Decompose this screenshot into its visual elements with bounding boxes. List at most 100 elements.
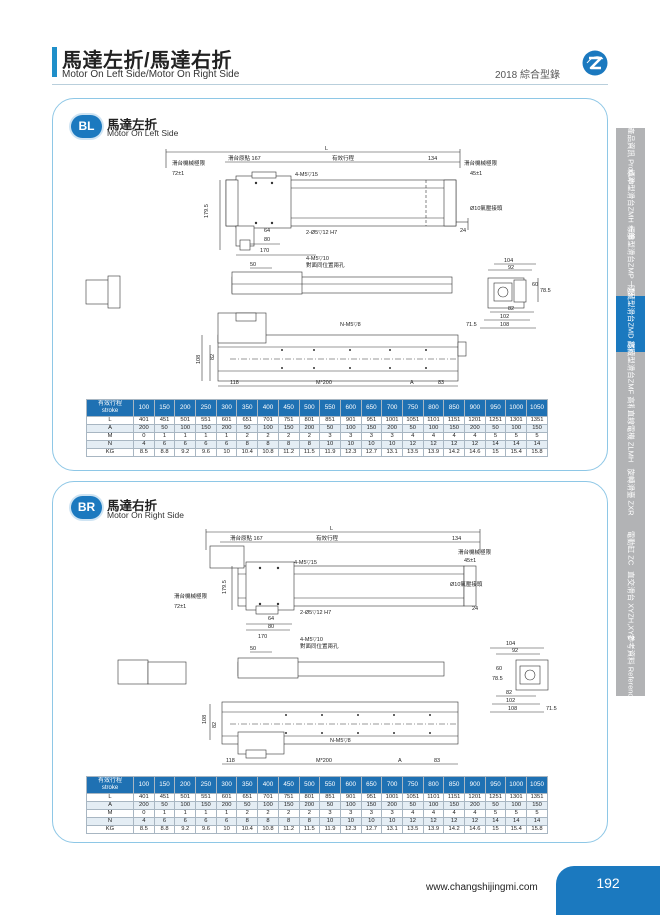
table-cell: 10.8 [257, 825, 279, 834]
stroke-value: 350 [236, 776, 259, 794]
table-cell: 8 [277, 440, 300, 449]
table-cell: 8.5 [133, 825, 155, 834]
footer-url[interactable]: www.changshijingmi.com [426, 882, 538, 893]
table-cell: 14 [505, 440, 528, 449]
side-nav-item[interactable]: 直線電機 ZLMH [616, 408, 645, 465]
label-m5-10: 4-M5▽10 [300, 637, 323, 643]
stroke-value: 150 [153, 776, 176, 794]
stroke-value: 250 [195, 399, 217, 417]
side-nav-item[interactable]: 隱藏型滑台ZMD 高精度 [616, 285, 645, 363]
dim-stroke: 有效行程 [316, 534, 339, 542]
table-cell: 15.4 [505, 448, 528, 457]
table-cell: 150 [443, 801, 465, 810]
table-cell: 11.2 [277, 825, 300, 834]
table-cell: 10.8 [257, 448, 279, 457]
table-cell: 50 [153, 424, 176, 433]
table-cell: 8 [257, 817, 279, 826]
table-cell: 14.2 [443, 825, 465, 834]
dim-83: 83 [438, 380, 444, 386]
table-cell: 551 [195, 793, 217, 802]
section-badge-br: BR [71, 496, 102, 519]
side-nav-item[interactable]: 旋轉滑臺 ZXR [616, 464, 645, 521]
table-cell: 8 [298, 817, 321, 826]
table-cell: 1 [174, 809, 197, 818]
side-nav-item[interactable]: 標準型滑台ZMH 一般精度 [616, 169, 645, 255]
dim-45: 45±1 [464, 558, 476, 564]
table-cell: 11.9 [319, 825, 341, 834]
dim-170: 170 [258, 634, 267, 640]
table-cell: 751 [277, 793, 300, 802]
label-pin: 2-Ø5▽12 H7 [300, 610, 331, 616]
table-cell: 951 [360, 416, 383, 425]
dim-64: 64 [268, 616, 274, 622]
table-cell: 100 [422, 801, 445, 810]
table-cell: 601 [215, 793, 238, 802]
table-cell: 1 [215, 432, 238, 441]
label-hole-note: 對面同位置兩孔 [306, 261, 345, 269]
table-cell: 1301 [505, 416, 528, 425]
page-title: 馬達左折/馬達右折 [62, 50, 233, 72]
side-nav-label: 參考資料 Reference [626, 634, 635, 702]
table-cell: 13.1 [381, 448, 403, 457]
side-nav-item[interactable]: 隱藏型滑台ZMF 高精度 [616, 341, 645, 419]
table-cell: 50 [236, 801, 259, 810]
dim-60: 60 [496, 666, 502, 672]
drawing-motor-left: L 滑台原點 167 有效行程 134 滑台機械極限 滑台機械極限 72±1 4… [85, 146, 551, 387]
side-nav-item[interactable]: 標準型滑台ZMP 一般精度 [616, 225, 645, 311]
dim-A: A [410, 380, 414, 386]
table-cell: 801 [298, 793, 321, 802]
table-cell: 4 [464, 809, 486, 818]
table-cell: 11.2 [277, 448, 300, 457]
table-cell: 100 [174, 424, 197, 433]
row-label: M [86, 809, 134, 818]
table-cell: 14 [484, 440, 507, 449]
side-nav-item[interactable]: 直交滑台 XYZH,XYZP [616, 571, 645, 645]
label-mech-stop-left: 滑台機械極限 [174, 592, 208, 600]
table-cell: 150 [360, 801, 383, 810]
table-cell: 14 [484, 817, 507, 826]
table-cell: 3 [339, 432, 362, 441]
table-cell: 10 [319, 817, 341, 826]
table-cell: 13.9 [422, 448, 445, 457]
table-cell: 10.4 [236, 825, 259, 834]
dim-104: 104 [504, 258, 513, 264]
table-cell: 150 [195, 801, 217, 810]
table-cell: 3 [339, 809, 362, 818]
table-cell: 951 [360, 793, 383, 802]
label-air-fitting: Ø10氣壓接頭 [470, 204, 503, 212]
side-nav-item[interactable]: 參考資料 Reference [616, 635, 645, 701]
table-cell: 851 [319, 416, 341, 425]
table-cell: 13.5 [401, 825, 424, 834]
table-cell: 12 [464, 440, 486, 449]
table-cell: 2 [298, 432, 321, 441]
dim-24: 24 [460, 228, 466, 234]
dim-78-5: 78.5 [492, 676, 503, 682]
catalog-label: 2018 綜合型錄 [495, 70, 561, 81]
table-cell: 8 [236, 817, 259, 826]
stroke-value: 500 [298, 776, 321, 794]
table-cell: 13.1 [381, 825, 403, 834]
label-nm5: N-M5▽8 [340, 322, 361, 328]
dim-slide-origin: 滑台原點 167 [230, 534, 263, 542]
table-cell: 15 [484, 825, 507, 834]
table-cell: 200 [381, 801, 403, 810]
table-cell: 11.5 [298, 825, 321, 834]
drawing-motor-right: L 滑台原點 167 有效行程 134 滑台機械極限 滑台機械極限 72±1 4… [117, 526, 557, 765]
table-cell: 12 [422, 440, 445, 449]
stroke-value: 300 [215, 399, 238, 417]
side-nav-item[interactable]: 產品資訊 Product [616, 127, 645, 185]
table-cell: 12.3 [339, 825, 362, 834]
table-cell: 12 [443, 817, 465, 826]
dim-82-front: 82 [210, 354, 216, 360]
label-m5-10: 4-M5▽10 [306, 256, 329, 262]
table-cell: 1 [195, 432, 217, 441]
table-cell: 551 [195, 416, 217, 425]
label-mech-stop-left: 滑台機械極限 [172, 159, 206, 167]
side-nav-item[interactable]: 電動缸 ZC [616, 520, 645, 577]
table-cell: 5 [505, 809, 528, 818]
table-cell: 2 [236, 432, 259, 441]
